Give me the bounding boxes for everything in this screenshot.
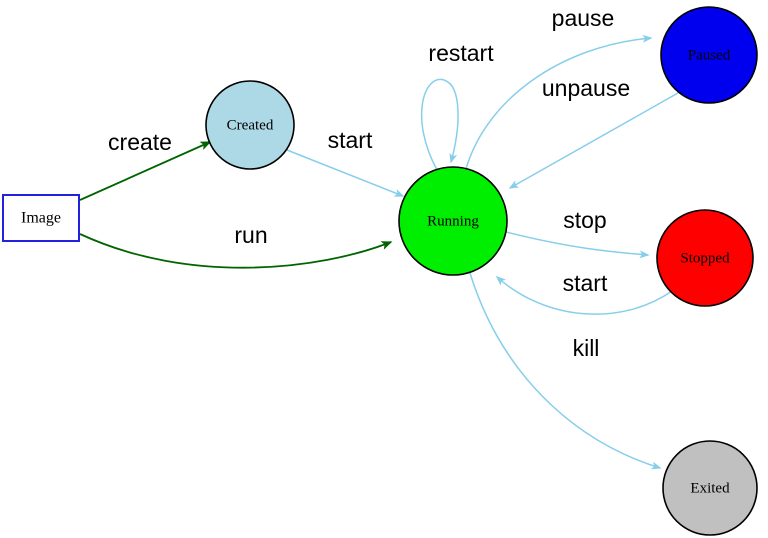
edge-restart-label: restart (428, 40, 494, 66)
edge-run[interactable]: run (79, 222, 393, 269)
edge-kill-label: kill (573, 335, 600, 361)
node-exited[interactable]: Exited (662, 440, 758, 536)
edge-kill-path (469, 272, 662, 470)
node-image-shape (2, 194, 80, 242)
edge-restart-path (420, 78, 459, 171)
node-created-shape (205, 80, 295, 170)
edge-start-stopped[interactable]: start (495, 270, 673, 315)
edge-create-path (79, 141, 212, 201)
edge-start-stopped-label: start (563, 270, 608, 296)
edge-create[interactable]: create (79, 129, 212, 201)
edge-unpause[interactable]: unpause (508, 75, 679, 189)
node-image[interactable]: Image (2, 194, 80, 242)
edge-start-created-path (286, 149, 405, 197)
edge-restart[interactable]: restart (420, 40, 495, 171)
node-paused-shape (660, 6, 758, 104)
node-running[interactable]: Running (398, 166, 508, 276)
edge-unpause-label: unpause (542, 75, 630, 101)
edge-unpause-path (508, 92, 679, 189)
node-running-shape (398, 166, 508, 276)
edge-kill[interactable]: kill (469, 272, 662, 470)
edge-start-stopped-path (495, 275, 673, 315)
edge-pause-label: pause (552, 5, 615, 31)
node-paused[interactable]: Paused (660, 6, 758, 104)
edge-start-created-label: start (328, 127, 373, 153)
node-exited-shape (662, 440, 758, 536)
edge-stop-label: stop (563, 207, 606, 233)
edge-stop[interactable]: stop (505, 207, 650, 259)
edge-run-label: run (234, 222, 267, 248)
edge-run-path (79, 233, 393, 269)
edge-start-created[interactable]: start (286, 127, 405, 197)
edge-pause-path (465, 34, 653, 170)
node-created[interactable]: Created (205, 80, 295, 170)
node-stopped[interactable]: Stopped (656, 209, 754, 307)
node-stopped-shape (656, 209, 754, 307)
edge-stop-path (505, 231, 650, 259)
edge-create-label: create (108, 129, 172, 155)
edge-pause[interactable]: pause (465, 5, 653, 170)
